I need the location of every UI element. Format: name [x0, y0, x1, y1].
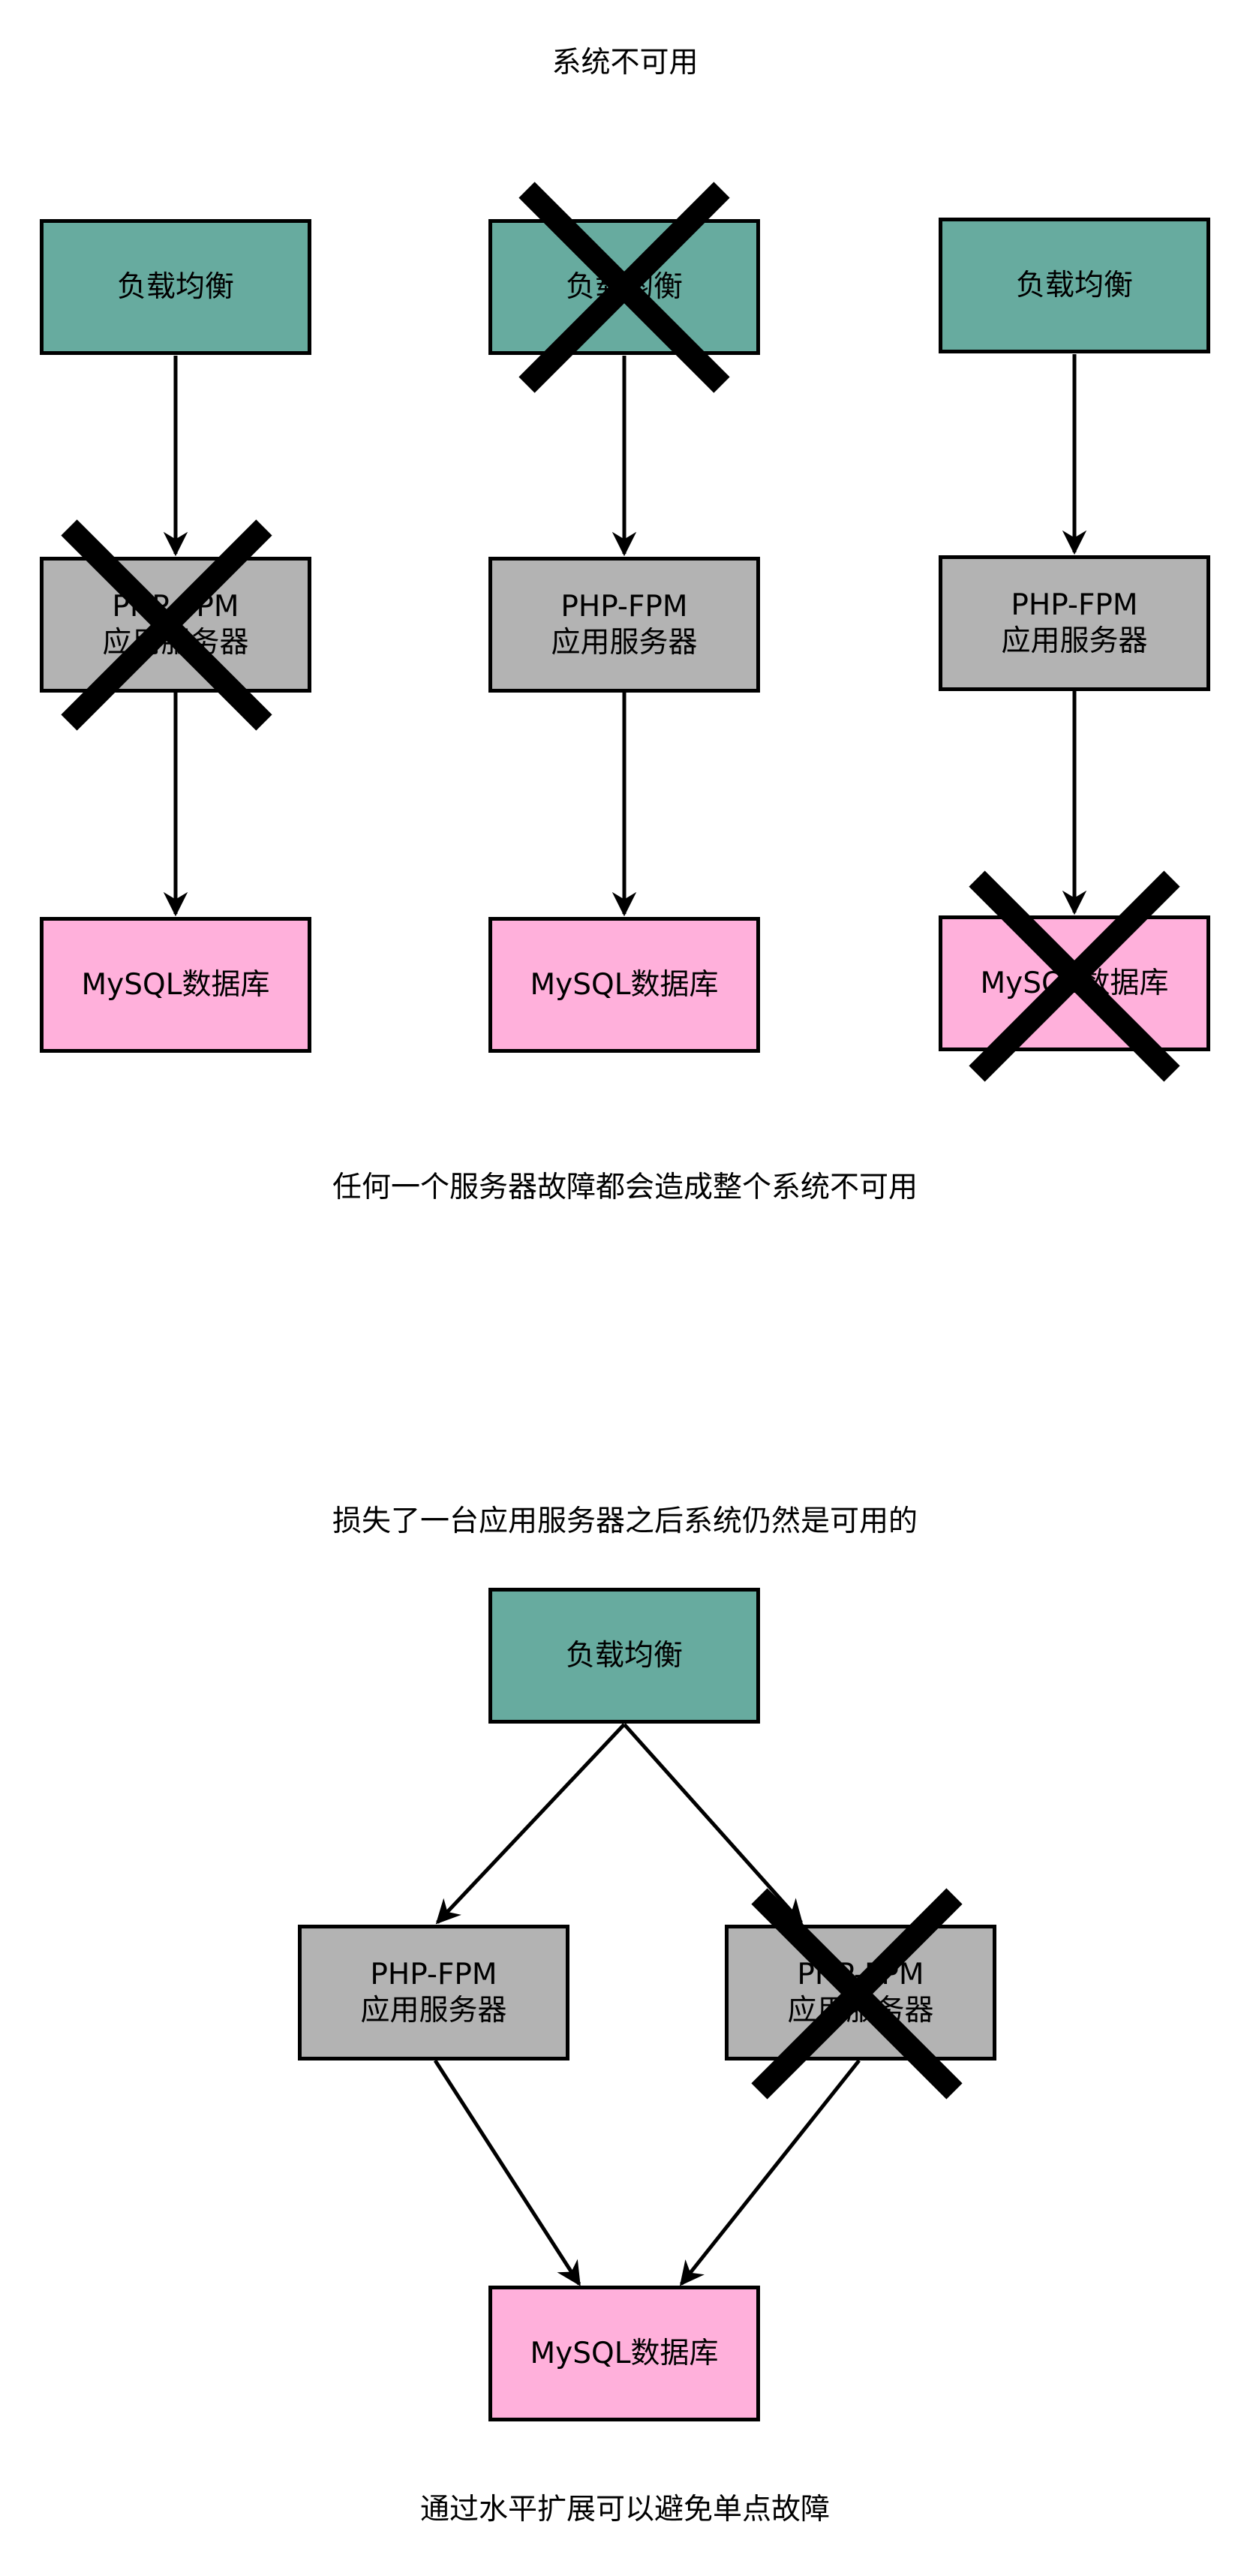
database-box-col1: MySQL数据库	[40, 917, 311, 1053]
database-label: MySQL数据库	[530, 967, 719, 1002]
load-balancer-box-col3: 负载均衡	[939, 218, 1210, 353]
database-box-bottom: MySQL数据库	[488, 2286, 760, 2421]
app-server-box-col1: PHP-FPM 应用服务器	[40, 557, 311, 693]
top-caption: 任何一个服务器故障都会造成整个系统不可用	[332, 1171, 918, 1204]
load-balancer-label: 负载均衡	[116, 269, 234, 304]
connector-app-right-to-db	[679, 2059, 861, 2286]
app-server-label-line1: PHP-FPM	[112, 589, 239, 624]
app-server-label-line1: PHP-FPM	[797, 1957, 924, 1991]
app-server-label-line1: PHP-FPM	[370, 1957, 497, 1991]
database-label: MySQL数据库	[980, 966, 1169, 1000]
app-server-label-line2: 应用服务器	[360, 1993, 507, 2027]
app-server-label-line2: 应用服务器	[551, 625, 698, 660]
top-title: 系统不可用	[551, 46, 699, 80]
app-server-label-line1: PHP-FPM	[1011, 588, 1138, 622]
bottom-caption: 通过水平扩展可以避免单点故障	[419, 2493, 830, 2526]
database-box-col2: MySQL数据库	[488, 917, 760, 1053]
load-balancer-label: 负载均衡	[565, 1638, 683, 1673]
load-balancer-box-col1: 负载均衡	[40, 219, 311, 355]
database-label: MySQL数据库	[530, 2336, 719, 2370]
load-balancer-box-bottom: 负载均衡	[488, 1588, 760, 1724]
app-server-box-left: PHP-FPM 应用服务器	[298, 1925, 569, 2060]
app-server-label-line1: PHP-FPM	[560, 589, 688, 624]
connector-app-left-to-db	[433, 2059, 581, 2286]
connector-lb-to-app-left	[435, 1723, 626, 1925]
app-server-label-line2: 应用服务器	[787, 1993, 934, 2027]
load-balancer-label: 负载均衡	[565, 269, 683, 304]
connector-lb-to-app-right	[623, 1723, 804, 1925]
app-server-label-line2: 应用服务器	[1001, 624, 1148, 658]
database-box-col3: MySQL数据库	[939, 915, 1210, 1051]
bottom-title: 损失了一台应用服务器之后系统仍然是可用的	[332, 1504, 918, 1538]
app-server-box-col2: PHP-FPM 应用服务器	[488, 557, 760, 693]
load-balancer-box-col2: 负载均衡	[488, 219, 760, 355]
load-balancer-label: 负载均衡	[1015, 268, 1133, 302]
app-server-box-right: PHP-FPM 应用服务器	[725, 1925, 996, 2060]
app-server-label-line2: 应用服务器	[102, 625, 249, 660]
database-label: MySQL数据库	[81, 967, 270, 1002]
app-server-box-col3: PHP-FPM 应用服务器	[939, 555, 1210, 691]
